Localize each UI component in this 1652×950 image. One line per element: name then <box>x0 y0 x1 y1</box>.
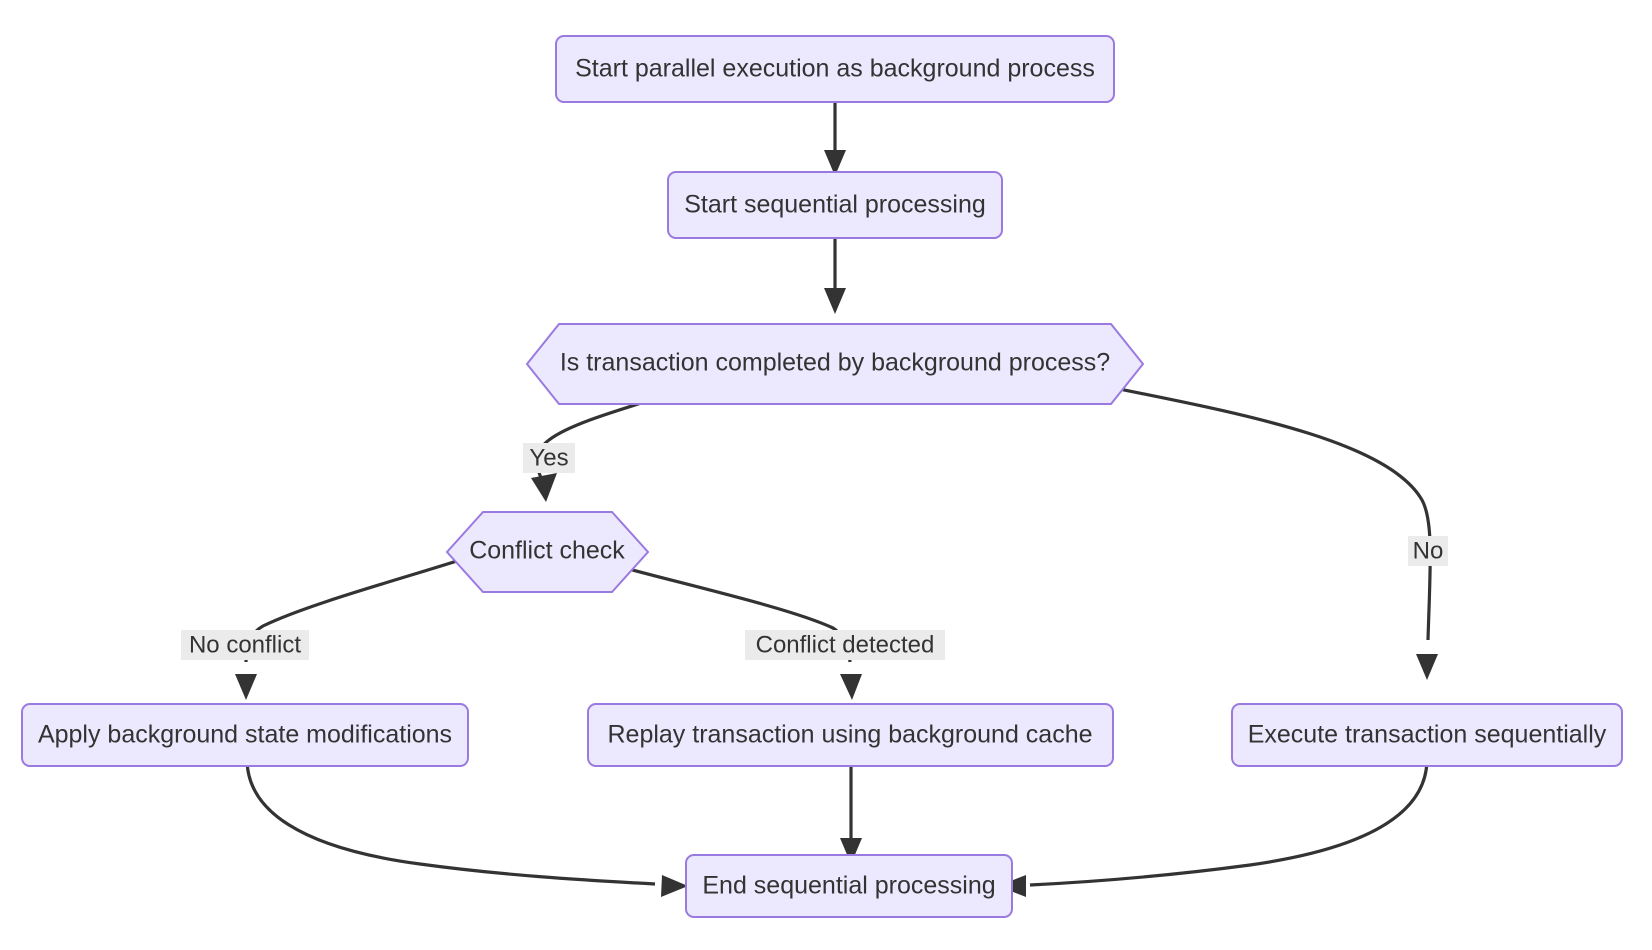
edge-label-text: Yes <box>529 444 568 471</box>
edge-is-completed-to-execute-seq <box>1042 371 1438 680</box>
node-start-parallel-execution[interactable]: Start parallel execution as background p… <box>555 35 1115 103</box>
node-shape-hexagon <box>445 511 650 593</box>
edge-start-parallel-to-start-sequential <box>824 101 846 176</box>
edge-label-text: No <box>1413 537 1444 564</box>
edge-line <box>1029 758 1429 887</box>
arrow-head-icon <box>824 288 846 314</box>
edge-line <box>245 758 656 886</box>
edge-label-yes: Yes <box>523 443 575 473</box>
edge-conflict-check-to-apply-mods <box>235 549 489 700</box>
node-shape-rounded-rect <box>555 35 1115 103</box>
node-shape-rounded-rect <box>1231 703 1623 767</box>
node-shape-rounded-rect <box>685 854 1013 918</box>
node-shape-rounded-rect <box>21 703 469 767</box>
node-conflict-check-decision[interactable]: Conflict check <box>445 511 650 593</box>
edge-label-background <box>523 443 575 473</box>
arrow-head-icon <box>661 875 688 897</box>
node-replay-transaction-using-background-cache[interactable]: Replay transaction using background cach… <box>587 703 1114 767</box>
node-start-sequential-processing[interactable]: Start sequential processing <box>667 171 1003 239</box>
arrow-head-icon <box>840 674 862 700</box>
edge-start-sequential-to-is-completed <box>824 238 846 314</box>
arrow-head-icon <box>1416 654 1438 680</box>
edge-label-no-conflict: No conflict <box>181 630 309 660</box>
node-label: Start sequential processing <box>684 191 986 219</box>
edge-label-text: Conflict detected <box>756 631 935 658</box>
arrow-head-icon <box>235 674 257 700</box>
node-label: Conflict check <box>469 537 625 565</box>
node-label: End sequential processing <box>702 872 995 900</box>
node-shape-hexagon <box>525 323 1145 405</box>
edge-execute-seq-to-end-sequential <box>998 758 1429 897</box>
edge-label-conflict-detected: Conflict detected <box>745 630 945 660</box>
edge-apply-mods-to-end-sequential <box>245 758 688 897</box>
edge-replay-txn-to-end-sequential <box>840 759 862 864</box>
edge-line <box>1042 371 1432 641</box>
node-label: Is transaction completed by background p… <box>560 349 1110 377</box>
node-apply-background-state-modifications[interactable]: Apply background state modifications <box>21 703 469 767</box>
edge-label-background <box>181 630 309 660</box>
arrow-head-icon <box>840 838 862 864</box>
edge-label-background <box>745 630 945 660</box>
edge-label-background <box>1408 536 1448 566</box>
node-label: Execute transaction sequentially <box>1248 721 1607 749</box>
arrow-head-icon <box>531 473 557 502</box>
node-label: Apply background state modifications <box>38 721 452 749</box>
edge-label-no: No <box>1408 536 1448 566</box>
node-label: Start parallel execution as background p… <box>575 55 1095 83</box>
arrow-head-icon <box>824 150 846 176</box>
node-execute-transaction-sequentially[interactable]: Execute transaction sequentially <box>1231 703 1623 767</box>
node-is-transaction-completed-decision[interactable]: Is transaction completed by background p… <box>525 323 1145 405</box>
node-shape-rounded-rect <box>667 171 1003 239</box>
node-label: Replay transaction using background cach… <box>607 721 1092 749</box>
node-shape-rounded-rect <box>587 703 1114 767</box>
node-end-sequential-processing[interactable]: End sequential processing <box>685 854 1013 918</box>
edge-label-text: No conflict <box>189 631 301 658</box>
